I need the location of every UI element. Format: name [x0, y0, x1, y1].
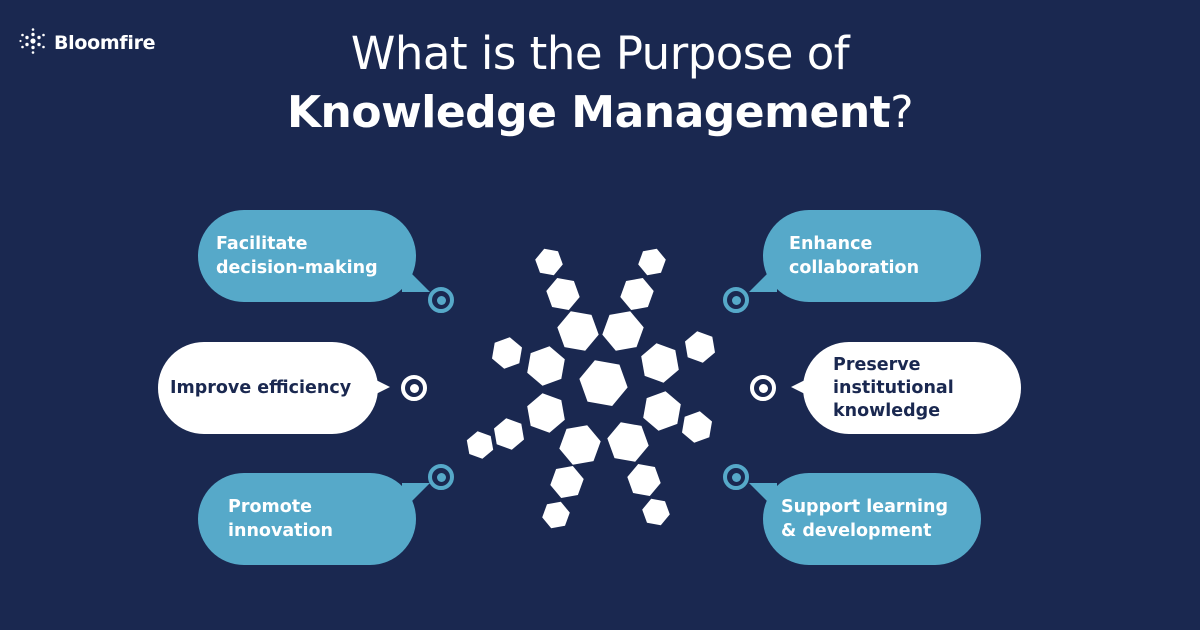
brand-name: Bloomfire — [54, 32, 156, 54]
hexagon-shape — [546, 278, 580, 310]
bubble-support-learning-development: Support learning & development — [749, 473, 981, 565]
hexagon-shape — [642, 498, 670, 526]
bubble-tail — [372, 378, 390, 396]
hexagon-shape — [527, 346, 565, 386]
hexagon-shape — [542, 501, 570, 529]
bubble-tail — [749, 483, 777, 511]
bubble-preserve-institutional-knowledge: Preserve institutional knowledge — [791, 342, 1021, 434]
hexagon-snowflake-icon — [460, 235, 740, 539]
bubble-promote-innovation: Promote innovation — [198, 473, 430, 565]
hexagon-shape — [527, 393, 565, 433]
hexagon-shape — [492, 337, 522, 369]
bubble-text: Support learning & development — [781, 497, 948, 541]
bubble-tail — [402, 483, 430, 511]
bubble-facilitate-decision-making: Facilitate decision-making — [198, 210, 430, 302]
title-question-mark: ? — [890, 87, 914, 138]
bubble-tail — [749, 264, 777, 292]
bubble-text: Enhance collaboration — [789, 234, 920, 278]
target-marker-icon — [750, 375, 776, 401]
hexagon-shape — [559, 425, 601, 465]
title-emphasis: Knowledge Management — [286, 87, 891, 138]
hexagon-shape — [494, 418, 524, 450]
bubble-text: Improve efficiency — [170, 378, 352, 398]
hexagon-shape — [607, 422, 649, 462]
hexagon-shape — [550, 466, 584, 498]
target-marker-icon — [428, 464, 454, 490]
title-line-1: What is the Purpose of — [350, 27, 850, 80]
hexagon-shape — [557, 311, 599, 351]
bubble-tail — [791, 378, 809, 396]
target-marker-icon — [428, 287, 454, 313]
bubble-text: Facilitate decision-making — [216, 234, 378, 278]
hexagon-shape — [638, 248, 666, 276]
bubble-text: Promote innovation — [228, 497, 333, 541]
brand-logo[interactable]: Bloomfire — [18, 26, 156, 60]
bubble-improve-efficiency: Improve efficiency — [158, 342, 390, 434]
target-marker-icon — [723, 464, 749, 490]
hexagon-shape — [620, 278, 654, 310]
hexagon-shape — [643, 391, 681, 431]
hexagon-shape — [602, 311, 644, 351]
bubble-enhance-collaboration: Enhance collaboration — [749, 210, 981, 302]
title-line-2: Knowledge Management? — [0, 82, 1200, 144]
hexagon-shape — [627, 464, 661, 496]
hexagon-shape — [682, 411, 712, 443]
page-title: What is the Purpose of Knowledge Managem… — [0, 26, 1200, 144]
bubble-tail — [402, 264, 430, 292]
target-marker-icon — [401, 375, 427, 401]
hexagon-shape — [685, 331, 715, 363]
target-marker-icon — [723, 287, 749, 313]
bubble-text: Preserve institutional knowledge — [833, 354, 954, 421]
hexagon-shape — [535, 248, 563, 276]
hexagon-shape — [466, 431, 494, 459]
sparkle-burst-icon — [18, 26, 48, 60]
hexagon-shape — [641, 343, 679, 383]
